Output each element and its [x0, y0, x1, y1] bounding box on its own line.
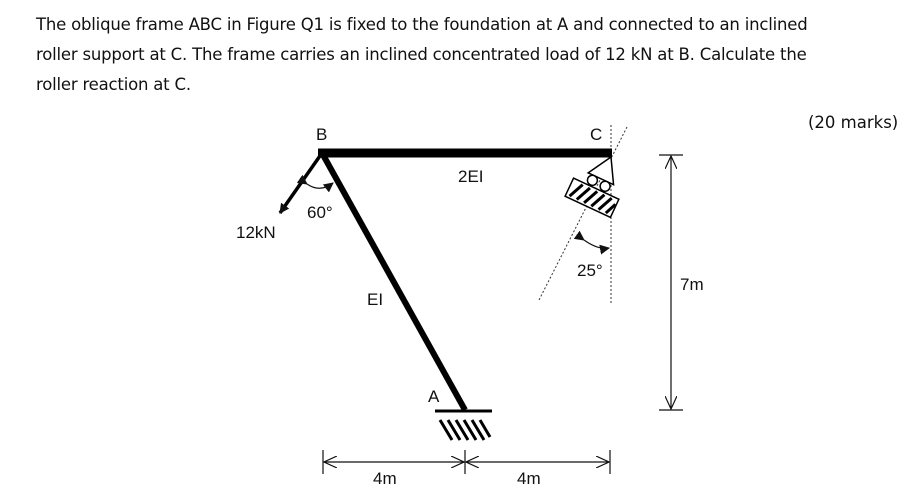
question-line: The oblique frame ABC in Figure Q1 is fi…	[36, 15, 808, 34]
load-angle-label: 60°	[307, 203, 333, 222]
load-label: 12kN	[236, 223, 276, 242]
beam-stiffness-label: 2EI	[458, 167, 484, 186]
span-right-label: 4m	[517, 469, 541, 488]
height-label: 7m	[680, 275, 704, 294]
column-ab	[319, 151, 468, 412]
roller-angle-label: 25°	[577, 261, 603, 280]
node-a-label: A	[428, 387, 440, 406]
marks-label: (20 marks)	[808, 113, 899, 132]
node-c-label: C	[590, 125, 602, 144]
roller-support	[564, 155, 620, 219]
node-b-label: B	[316, 125, 327, 144]
question-line: roller support at C. The frame carries a…	[36, 45, 807, 64]
fixed-support	[435, 409, 492, 441]
load-angle-arc	[296, 174, 334, 193]
question-line: roller reaction at C.	[36, 75, 191, 94]
roller-angle-arc	[573, 230, 610, 255]
span-left-label: 4m	[373, 469, 397, 488]
question-text: The oblique frame ABC in Figure Q1 is fi…	[36, 10, 896, 100]
column-stiffness-label: EI	[367, 290, 383, 309]
inclined-guide	[538, 126, 628, 301]
